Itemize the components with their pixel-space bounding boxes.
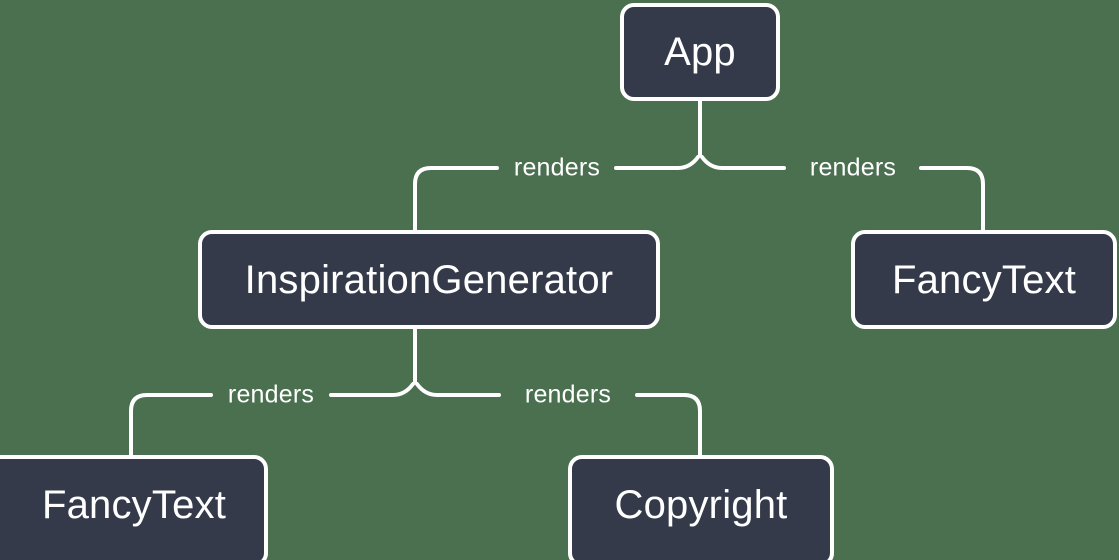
edge-app-to-fancytext-right-run [919,166,985,232]
node-inspiration-generator-label: InspirationGenerator [244,257,614,302]
node-fancy-text-bottom[interactable]: FancyText [0,455,268,560]
edge-app-to-inspiration-left-curve [614,155,700,170]
node-copyright-label: Copyright [614,483,788,527]
edge-label-inspiration-generator-to-fancy-text: renders [227,380,315,409]
node-fancy-text-right[interactable]: FancyText [851,230,1117,329]
edge-app-to-fancytext-left-curve [700,155,786,170]
edge-inspiration-to-fancytext-run [129,393,213,457]
node-fancy-text-bottom-label: FancyText [41,483,227,527]
node-fancy-text-right-label: FancyText [891,257,1077,302]
edge-label-inspiration-generator-to-copyright: renders [524,380,612,409]
node-inspiration-generator[interactable]: InspirationGenerator [198,230,660,329]
node-copyright[interactable]: Copyright [568,455,834,560]
node-app[interactable]: App [620,3,780,101]
edge-app-to-inspiration-right-run [413,166,499,232]
edge-label-app-to-inspiration-generator: renders [513,153,601,182]
node-app-label: App [664,30,736,74]
edge-inspiration-to-copyright-run [635,393,702,457]
edge-inspiration-to-copyright-curve [415,382,501,397]
edge-inspiration-to-fancytext-curve [329,382,415,397]
edge-label-app-to-fancy-text-right: renders [809,153,897,182]
